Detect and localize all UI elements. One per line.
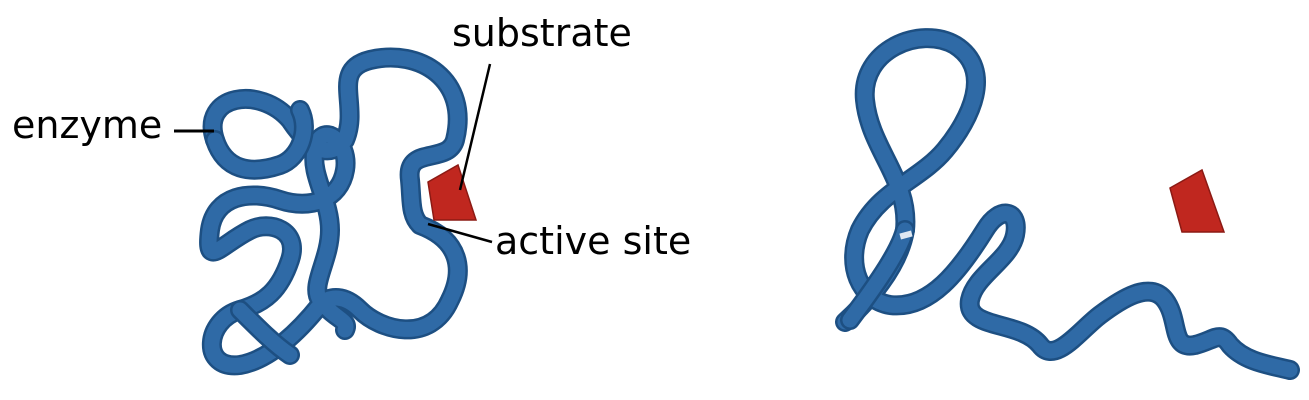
enzyme-label: enzyme [12,103,163,147]
denatured-enzyme-edge [835,28,1300,380]
chain-break-mark [899,230,913,240]
active-site-label: active site [495,219,692,263]
free-substrate-shape [1169,168,1226,233]
substrate-pointer-line [458,63,492,191]
denatured-enzyme [835,28,1300,380]
active-site-pointer-line [427,222,493,244]
denatured-enzyme-chain [837,30,1298,378]
substrate-shape [427,163,478,221]
folded-enzyme-chain-2 [207,102,312,178]
folded-enzyme [199,47,468,376]
substrate-label: substrate [452,11,632,55]
folded-enzyme-chain-3 [232,302,298,363]
